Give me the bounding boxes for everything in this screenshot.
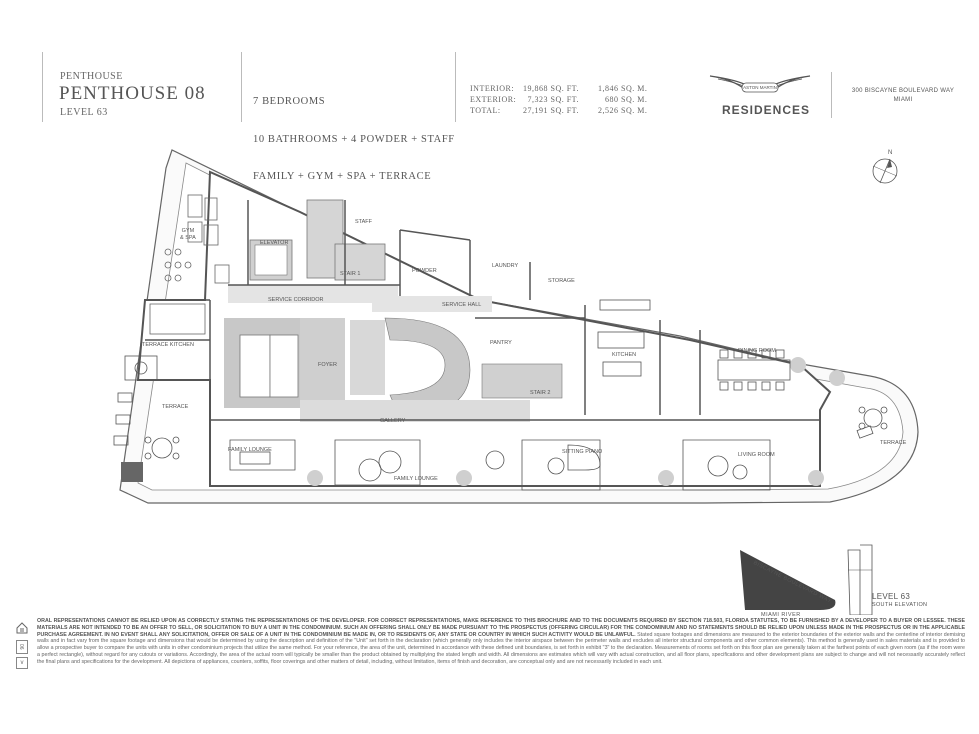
room-living: LIVING ROOM bbox=[738, 452, 775, 458]
logo-badge-text: ASTON MARTIN bbox=[743, 85, 777, 90]
aston-martin-logo: ASTON MARTIN RESIDENCES bbox=[708, 70, 812, 120]
stair-lower bbox=[481, 363, 563, 399]
unit-title: PENTHOUSE 08 bbox=[59, 83, 206, 104]
room-gym-spa: GYM & SPA bbox=[180, 228, 196, 241]
room-sitting-piano: SITTING PIANO bbox=[562, 449, 603, 455]
room-dining: DINING ROOM bbox=[738, 348, 776, 354]
brand-name: RESIDENCES bbox=[722, 103, 811, 117]
unit-level: LEVEL 63 bbox=[60, 107, 108, 118]
core-upper-elev bbox=[254, 244, 288, 276]
gallery-band bbox=[300, 400, 530, 422]
address-line: 300 BISCAYNE BOULEVARD WAY bbox=[851, 88, 955, 94]
wings-icon bbox=[709, 75, 811, 93]
page-number-badge: 06 bbox=[16, 640, 28, 654]
area-unit: SQ. FT. bbox=[550, 95, 579, 104]
area-unit: SQ. M. bbox=[621, 106, 648, 115]
foyer2 bbox=[350, 320, 385, 395]
area-sqft: 7,323 bbox=[527, 95, 548, 104]
area-sqm: 680 bbox=[605, 95, 619, 104]
compass: N bbox=[868, 150, 900, 186]
area-label: INTERIOR: bbox=[470, 84, 515, 93]
area-unit: SQ. M. bbox=[621, 84, 648, 93]
pool bbox=[121, 462, 143, 482]
feature-line: 7 BEDROOMS bbox=[253, 96, 326, 107]
room-terrace-kitchen: TERRACE KITCHEN bbox=[142, 342, 194, 348]
room-staff: STAFF bbox=[355, 219, 373, 225]
area-unit: SQ. FT. bbox=[550, 106, 579, 115]
room-family-lounge-1: FAMILY LOUNGE bbox=[228, 447, 272, 453]
room-laundry: LAUNDRY bbox=[492, 263, 519, 269]
room-powder: POWDER bbox=[412, 268, 437, 274]
disclaimer-text: Stated square footages and dimensions ar… bbox=[37, 631, 965, 665]
unit-category: PENTHOUSE bbox=[60, 71, 123, 82]
address-line: MIAMI bbox=[893, 97, 913, 103]
service-hall bbox=[372, 296, 492, 312]
area-label: EXTERIOR: bbox=[470, 95, 517, 104]
core-elev bbox=[239, 334, 271, 398]
service-corridor bbox=[228, 285, 398, 303]
feature-line: 10 BATHROOMS + 4 POWDER + STAFF bbox=[253, 133, 455, 145]
compass-icon bbox=[872, 158, 898, 184]
river-label: MIAMI RIVER bbox=[761, 612, 801, 618]
room-family-lounge-2: FAMILY LOUNGE bbox=[394, 476, 438, 482]
legal-disclaimer: ORAL REPRESENTATIONS CANNOT BE RELIED UP… bbox=[37, 618, 965, 666]
room-service-corridor: SERVICE CORRIDOR bbox=[268, 297, 324, 303]
room-storage: STORAGE bbox=[548, 278, 575, 284]
room-foyer: FOYER bbox=[318, 362, 337, 368]
room-service-hall: SERVICE HALL bbox=[442, 302, 482, 308]
room-stair-1: STAIR 1 bbox=[340, 271, 361, 277]
feature-line: FAMILY + GYM + SPA + TERRACE bbox=[253, 171, 432, 182]
area-row-exterior: EXTERIOR: 7,323 SQ. FT. 680 SQ. M. bbox=[470, 95, 650, 106]
elevation-outline bbox=[847, 549, 861, 615]
equal-housing-icon bbox=[16, 621, 28, 634]
core-elev2 bbox=[269, 334, 299, 398]
north-label: N bbox=[888, 150, 893, 156]
address: 300 BISCAYNE BOULEVARD WAY MIAMI bbox=[843, 87, 963, 105]
area-row-interior: INTERIOR: 19,868 SQ. FT. 1,846 SQ. M. bbox=[470, 84, 650, 95]
site-shape bbox=[740, 550, 836, 610]
stair-upper2 bbox=[334, 243, 386, 281]
area-table: INTERIOR: 19,868 SQ. FT. 1,846 SQ. M. EXTE… bbox=[470, 84, 650, 117]
area-sqft: 19,868 bbox=[523, 84, 548, 93]
version-badge: v bbox=[16, 657, 28, 669]
room-terrace-right: TERRACE bbox=[880, 440, 907, 446]
room-pantry: PANTRY bbox=[490, 340, 512, 346]
area-sqm: 1,846 bbox=[598, 84, 619, 93]
keyplan-level: LEVEL 63 bbox=[872, 592, 911, 601]
room-elevator: ELEVATOR bbox=[260, 240, 289, 246]
area-sqm: 2,526 bbox=[598, 106, 619, 115]
floor-plan bbox=[113, 149, 919, 504]
room-kitchen: KITCHEN bbox=[612, 352, 637, 358]
area-sqft: 27,191 bbox=[523, 106, 548, 115]
key-plan bbox=[740, 544, 873, 615]
disclaimer-bold: ORAL REPRESENTATIONS CANNOT BE RELIED UP… bbox=[37, 618, 965, 638]
room-stair-2: STAIR 2 bbox=[530, 390, 551, 396]
foyer bbox=[300, 318, 345, 400]
room-terrace-left: TERRACE bbox=[162, 404, 189, 410]
area-unit: SQ. FT. bbox=[550, 84, 579, 93]
keyplan-elevation: SOUTH ELEVATION bbox=[872, 602, 928, 608]
room-gallery: GALLERY bbox=[380, 418, 406, 424]
area-unit: SQ. M. bbox=[621, 95, 648, 104]
area-row-total: TOTAL: 27,191 SQ. FT. 2,526 SQ. M. bbox=[470, 106, 650, 117]
area-label: TOTAL: bbox=[470, 106, 501, 115]
